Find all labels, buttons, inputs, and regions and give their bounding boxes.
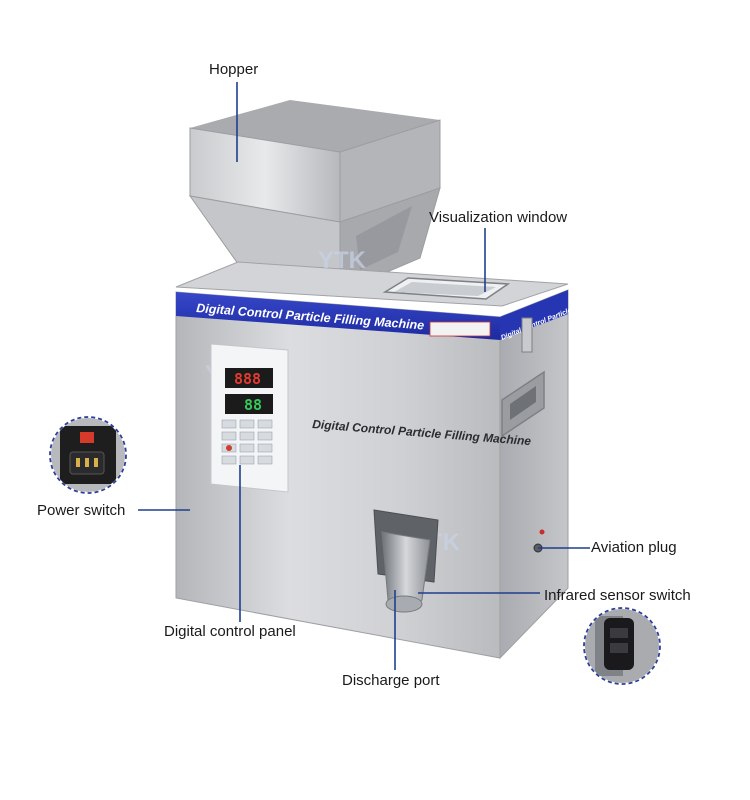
- visualization-window: [382, 277, 511, 300]
- label-discharge-port: Discharge port: [342, 672, 440, 689]
- label-visualization-window: Visualization window: [429, 209, 568, 226]
- side-handle: [501, 370, 545, 438]
- side-latch: [521, 317, 533, 353]
- display-2-digits: 88: [244, 396, 262, 414]
- label-hopper: Hopper: [209, 61, 259, 78]
- label-power-switch: Power switch: [37, 502, 126, 519]
- display-2: [225, 394, 273, 414]
- label-digital-control-panel: Digital control panel: [164, 623, 296, 640]
- infrared-sensor-callout: [583, 607, 661, 685]
- label-infrared-sensor-switch: Infrared sensor switch: [544, 587, 691, 604]
- leader-lines: [138, 82, 590, 670]
- warning-sticker: [429, 321, 491, 337]
- power-switch-callout: [49, 416, 127, 494]
- panel-indicator: [226, 445, 232, 451]
- watermark-top: YTK: [318, 247, 367, 274]
- discharge-port: [373, 509, 439, 613]
- display-1-digits: 888: [234, 370, 261, 388]
- display-1: [225, 368, 273, 388]
- label-aviation-plug: Aviation plug: [591, 539, 677, 556]
- hopper: [188, 100, 441, 293]
- digital-control-panel: 888 88: [210, 343, 289, 493]
